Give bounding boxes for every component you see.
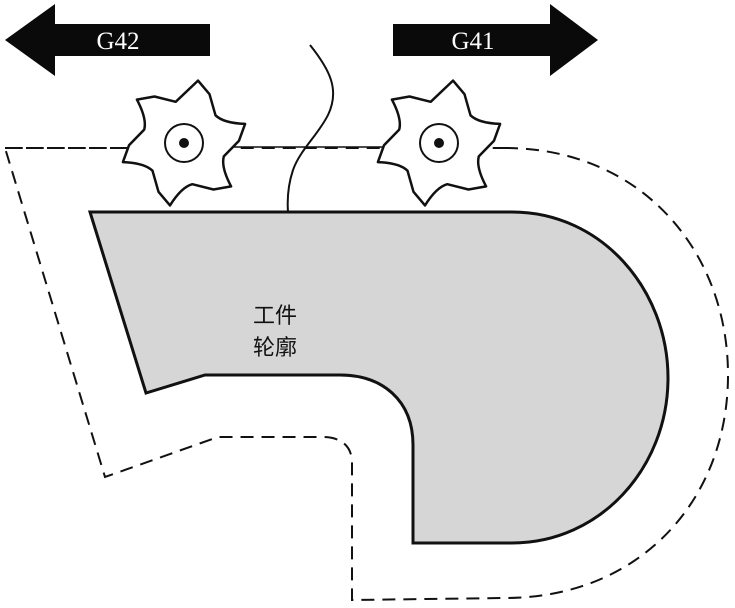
workpiece-label-line2: 轮廓 [253,336,297,361]
milling-cutter-left [121,79,247,207]
g42-arrow-shape [5,4,210,76]
g41-direction-arrow: G41 [393,4,598,76]
g42-label: G42 [96,28,139,55]
milling-cutter-right [376,79,502,207]
tool-path-dashed [3,147,730,602]
g41-label: G41 [451,28,494,55]
cutter-right-center [434,138,444,148]
g41-arrow-shape [393,4,598,76]
workpiece-contour [87,210,670,545]
break-line [286,44,335,213]
cutter-left-center [179,138,189,148]
workpiece-label-line1: 工件 [253,304,297,329]
g42-direction-arrow: G42 [5,4,210,76]
